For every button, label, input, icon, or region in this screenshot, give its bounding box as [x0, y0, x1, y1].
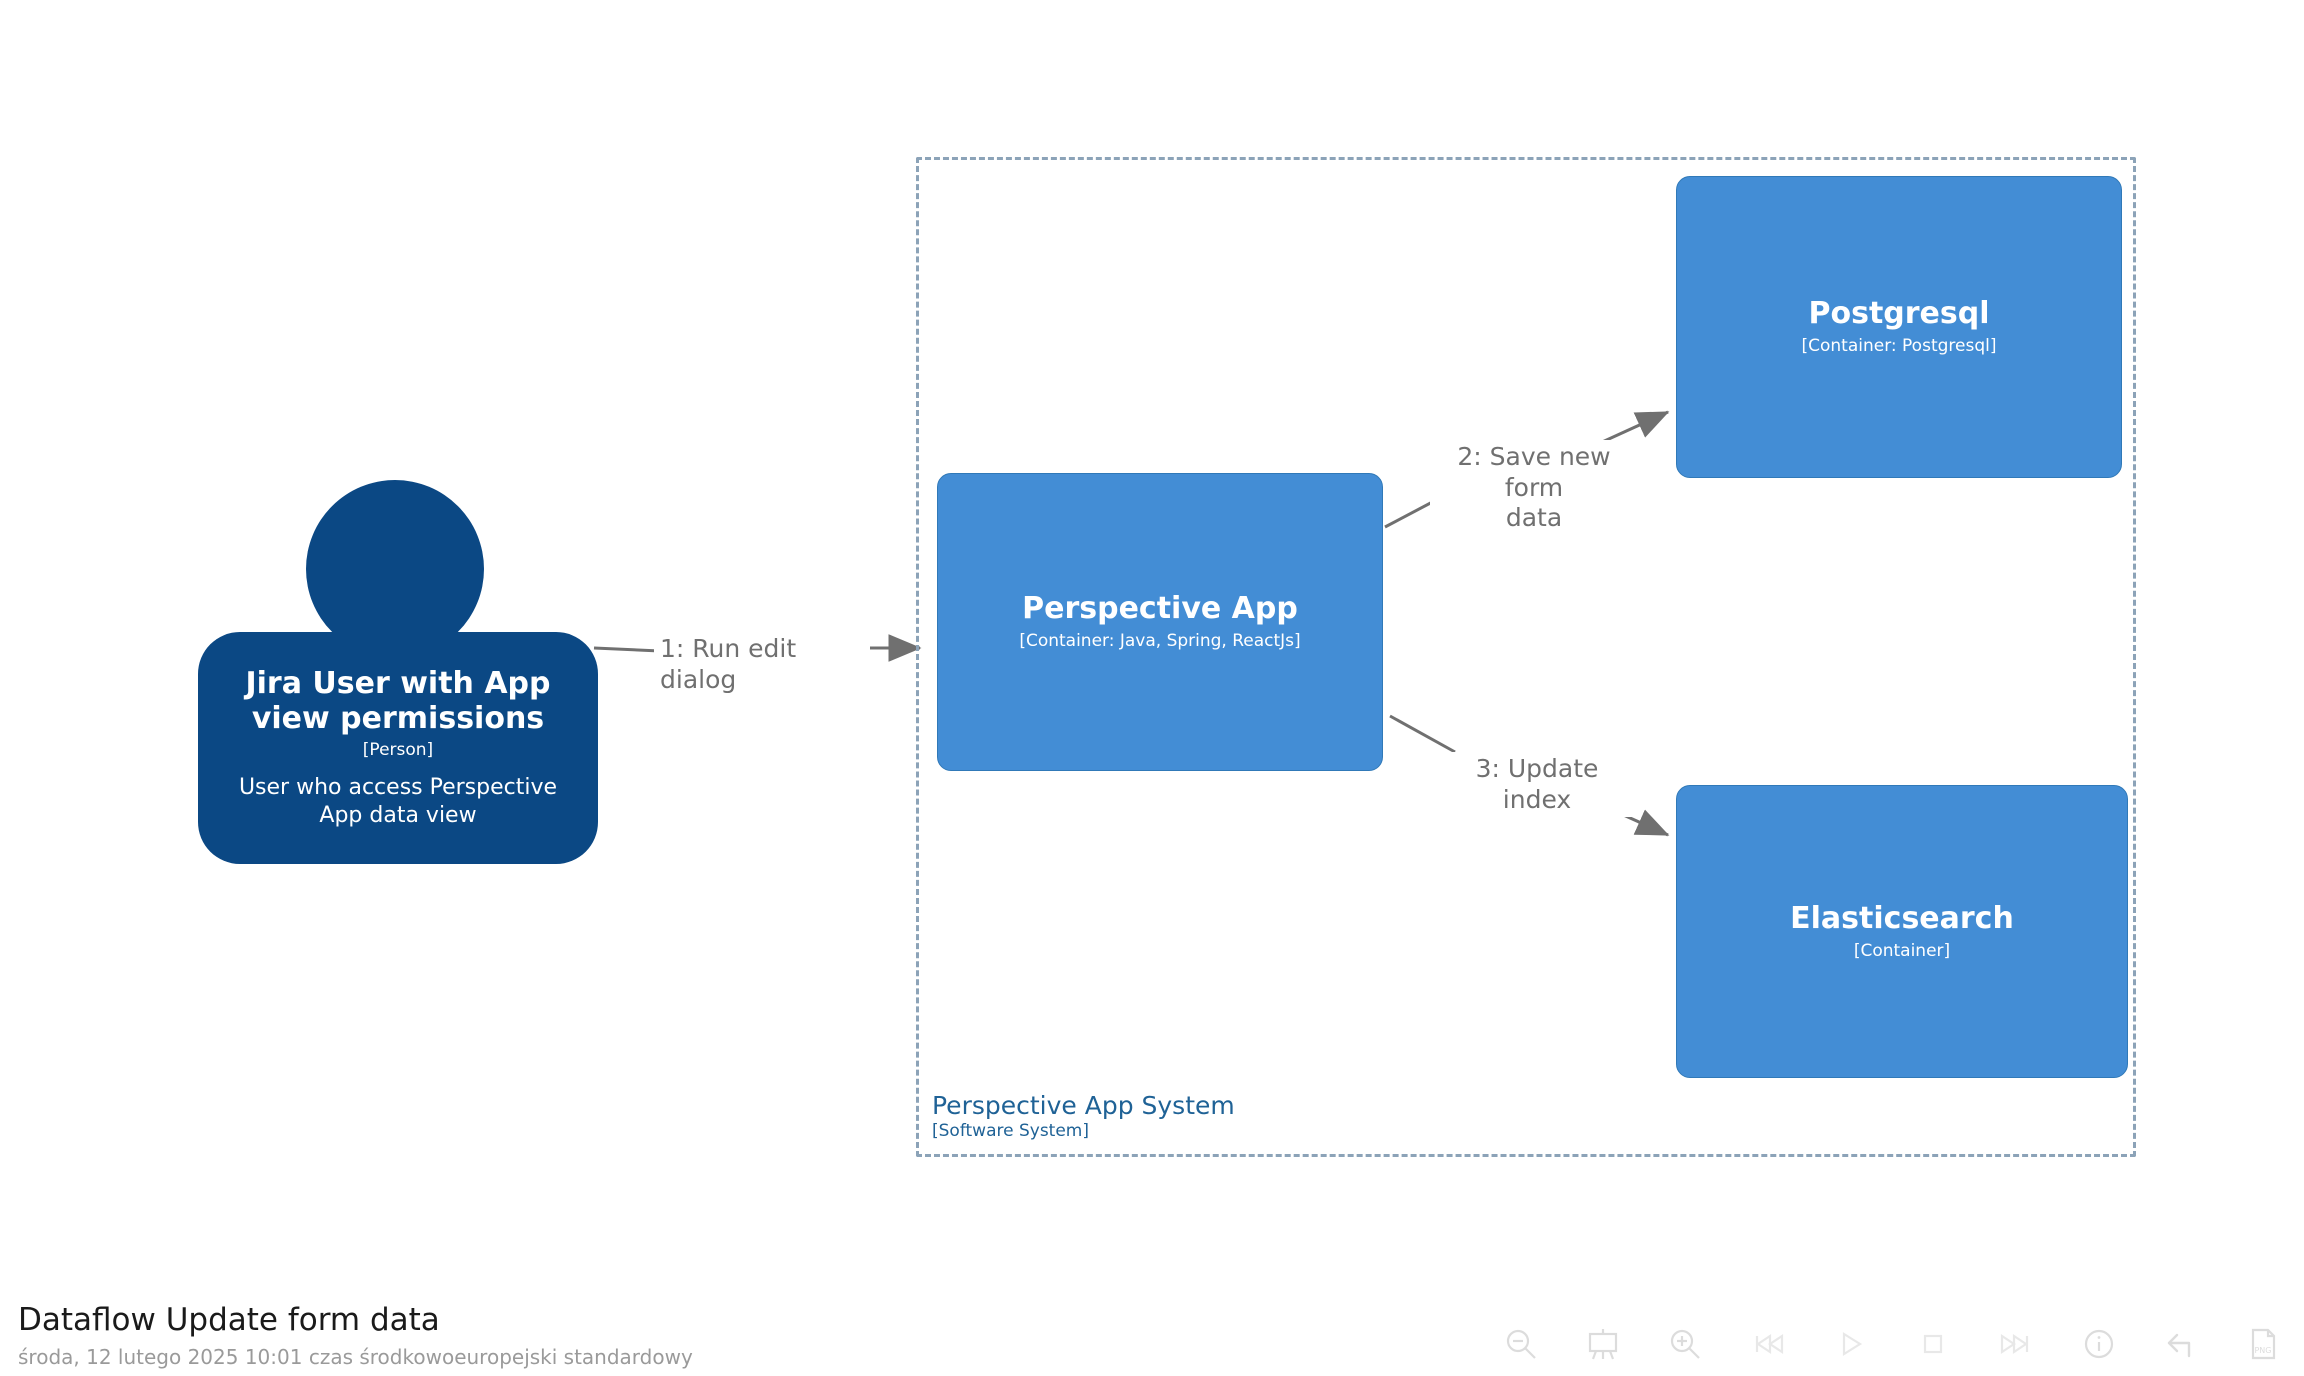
- skip-to-end-icon[interactable]: [1988, 1317, 2042, 1371]
- person-head-icon: [306, 480, 484, 658]
- boundary-name: Perspective App System: [932, 1091, 1235, 1120]
- elasticsearch-name: Elasticsearch: [1790, 900, 2014, 936]
- person-description: User who access Perspective App data vie…: [238, 775, 558, 828]
- skip-to-start-icon[interactable]: [1742, 1317, 1796, 1371]
- perspective-app-type: [Container: Java, Spring, ReactJs]: [1019, 631, 1301, 652]
- zoom-out-icon[interactable]: [1494, 1317, 1548, 1371]
- person-name: Jira User with App view permissions: [245, 665, 551, 736]
- fit-to-screen-icon[interactable]: [1576, 1317, 1630, 1371]
- toolbar-actions-group: PNG: [2058, 1317, 2304, 1371]
- elasticsearch-type: [Container]: [1853, 940, 1951, 961]
- export-png-label: PNG: [2254, 1346, 2271, 1355]
- node-container-postgresql[interactable]: Postgresql [Container: Postgresql]: [1676, 176, 2122, 478]
- back-arrow-icon[interactable]: [2154, 1317, 2208, 1371]
- stop-icon[interactable]: [1906, 1317, 1960, 1371]
- node-container-elasticsearch[interactable]: Elasticsearch [Container]: [1676, 785, 2128, 1078]
- postgresql-name: Postgresql: [1808, 296, 1990, 332]
- relationship-label-3: 3: Update index: [1437, 752, 1637, 817]
- postgresql-type: [Container: Postgresql]: [1801, 336, 1997, 357]
- diagram-timestamp: środa, 12 lutego 2025 10:01 czas środkow…: [18, 1345, 693, 1369]
- node-person-jira-user[interactable]: Jira User with App view permissions [Per…: [198, 480, 598, 880]
- boundary-label: Perspective App System [Software System]: [932, 1092, 1235, 1141]
- perspective-app-name: Perspective App: [1022, 591, 1298, 627]
- play-icon[interactable]: [1824, 1317, 1878, 1371]
- software-system-boundary[interactable]: [916, 157, 2136, 1157]
- boundary-type: [Software System]: [932, 1121, 1090, 1141]
- toolbar-playback-group: [1728, 1317, 2056, 1371]
- person-type: [Person]: [362, 740, 434, 761]
- person-body: Jira User with App view permissions [Per…: [198, 632, 598, 864]
- zoom-in-icon[interactable]: [1658, 1317, 1712, 1371]
- info-icon[interactable]: [2072, 1317, 2126, 1371]
- diagram-title: Dataflow Update form data: [18, 1302, 440, 1338]
- diagram-toolbar: PNG: [1480, 1312, 2304, 1376]
- relationship-label-1: 1: Run edit dialog: [654, 632, 870, 697]
- relationship-label-2: 2: Save new form data: [1430, 440, 1638, 536]
- export-png-icon[interactable]: PNG: [2236, 1317, 2290, 1371]
- node-container-perspective-app[interactable]: Perspective App [Container: Java, Spring…: [937, 473, 1383, 771]
- toolbar-zoom-group: [1480, 1317, 1726, 1371]
